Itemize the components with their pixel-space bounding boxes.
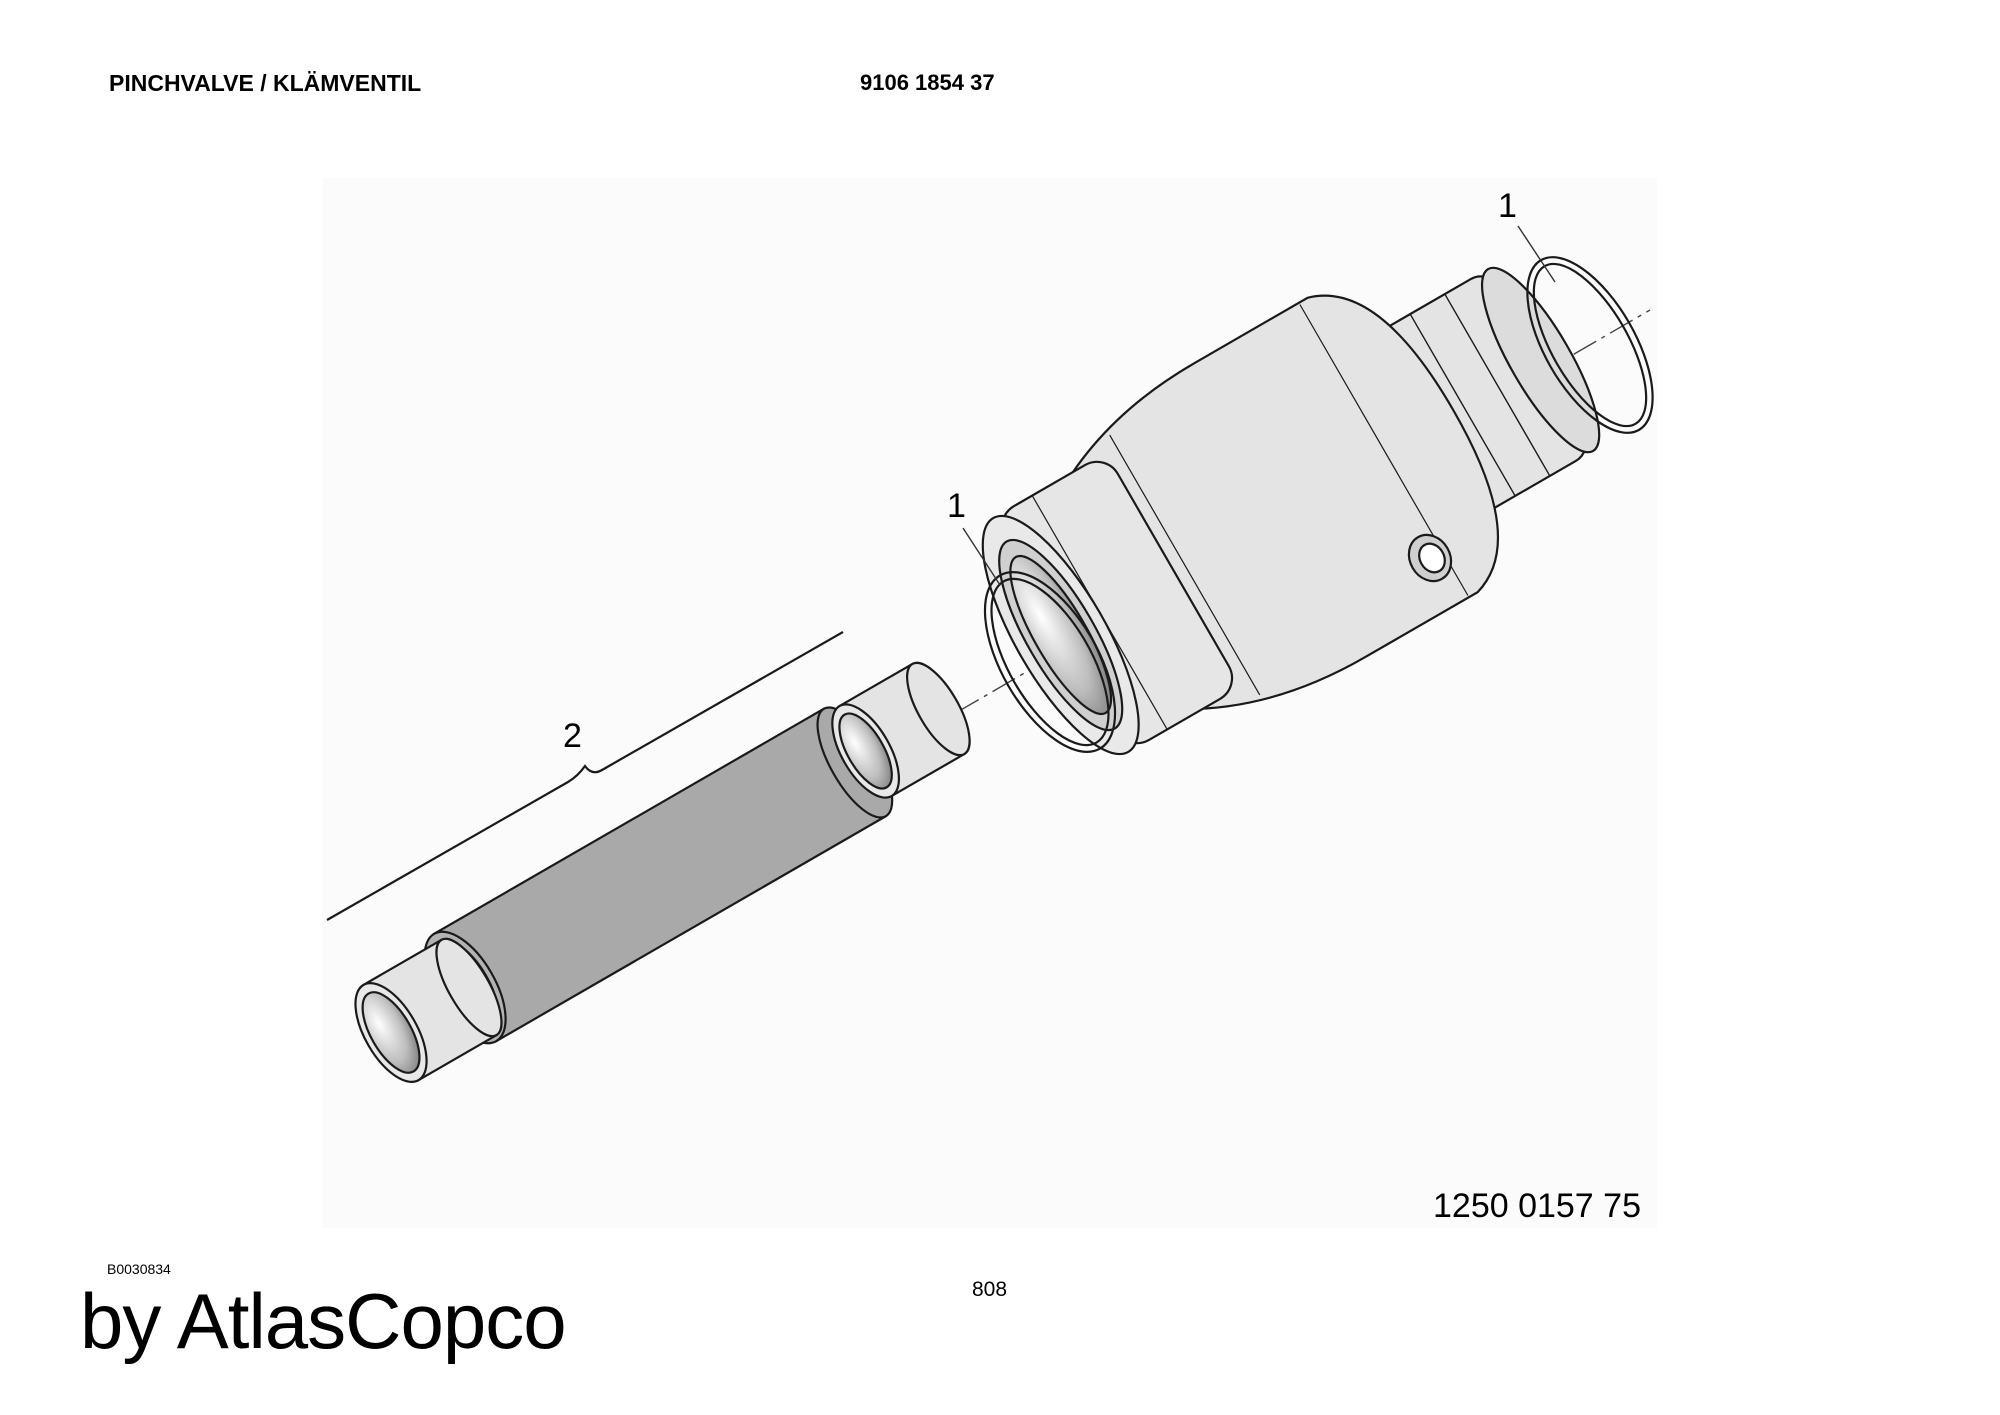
page-number: 808 [972,1278,1008,1301]
sleeve-insert-right [831,661,971,799]
reference-number: 1250 0157 75 [1433,1187,1641,1225]
drawing-id: B0030834 [107,1261,171,1277]
callout-1-front: 1 [947,487,966,525]
sleeve-insert-left [354,937,503,1083]
part-number: 9106 1854 37 [860,70,995,95]
brand-logo-text: by AtlasCopco [80,1277,567,1365]
valve-body [981,266,1601,756]
leader-line-1-rear [1517,225,1556,283]
callout-1-rear: 1 [1498,187,1517,225]
o-ring-front [983,571,1117,753]
callout-2: 2 [563,717,582,755]
leader-line-1-front [962,527,1001,586]
assembly-bracket [326,631,844,921]
page-title: PINCHVALVE / KLÄMVENTIL [109,70,422,96]
